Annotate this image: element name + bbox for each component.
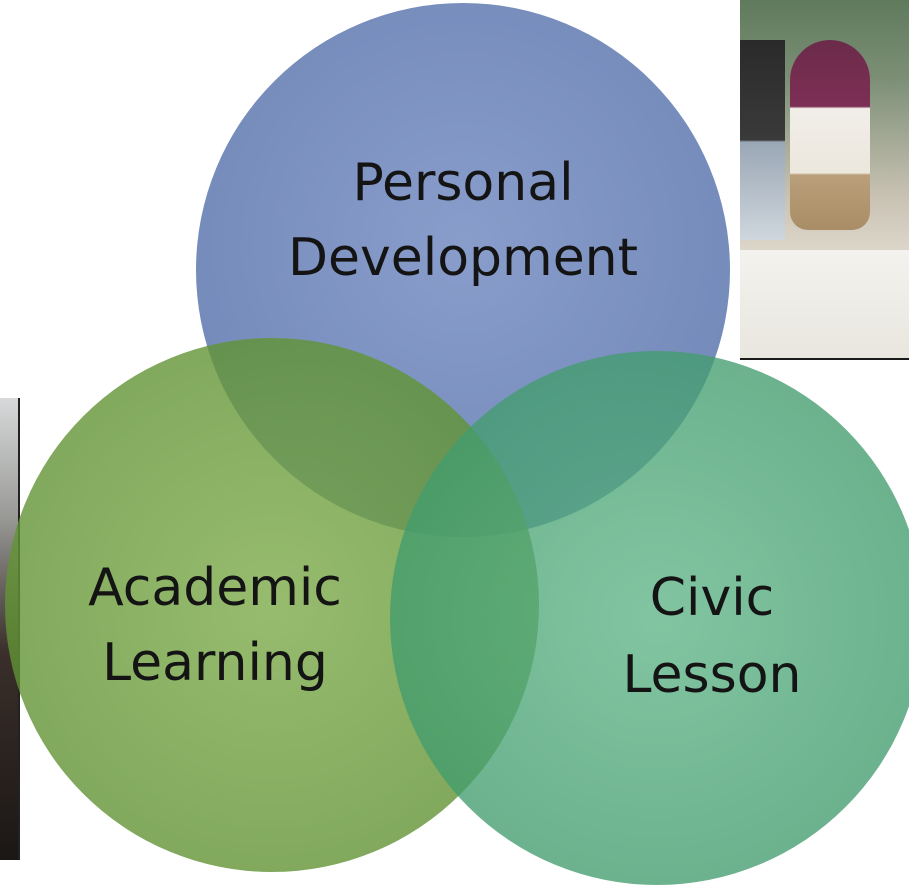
label-civic-line1: Civic [650, 568, 775, 628]
label-personal-line1: Personal [352, 153, 573, 213]
label-personal-line2: Development [288, 228, 638, 288]
label-civic-line2: Lesson [622, 645, 801, 705]
photo-bench [740, 250, 909, 358]
students-photo [740, 0, 909, 360]
photo-person-left [740, 40, 785, 240]
circle-academic-learning [5, 338, 539, 872]
label-academic-line1: Academic [88, 558, 342, 618]
circle-civic-lesson [390, 351, 909, 885]
label-academic-line2: Learning [102, 633, 328, 693]
photo-person-center [790, 40, 870, 230]
